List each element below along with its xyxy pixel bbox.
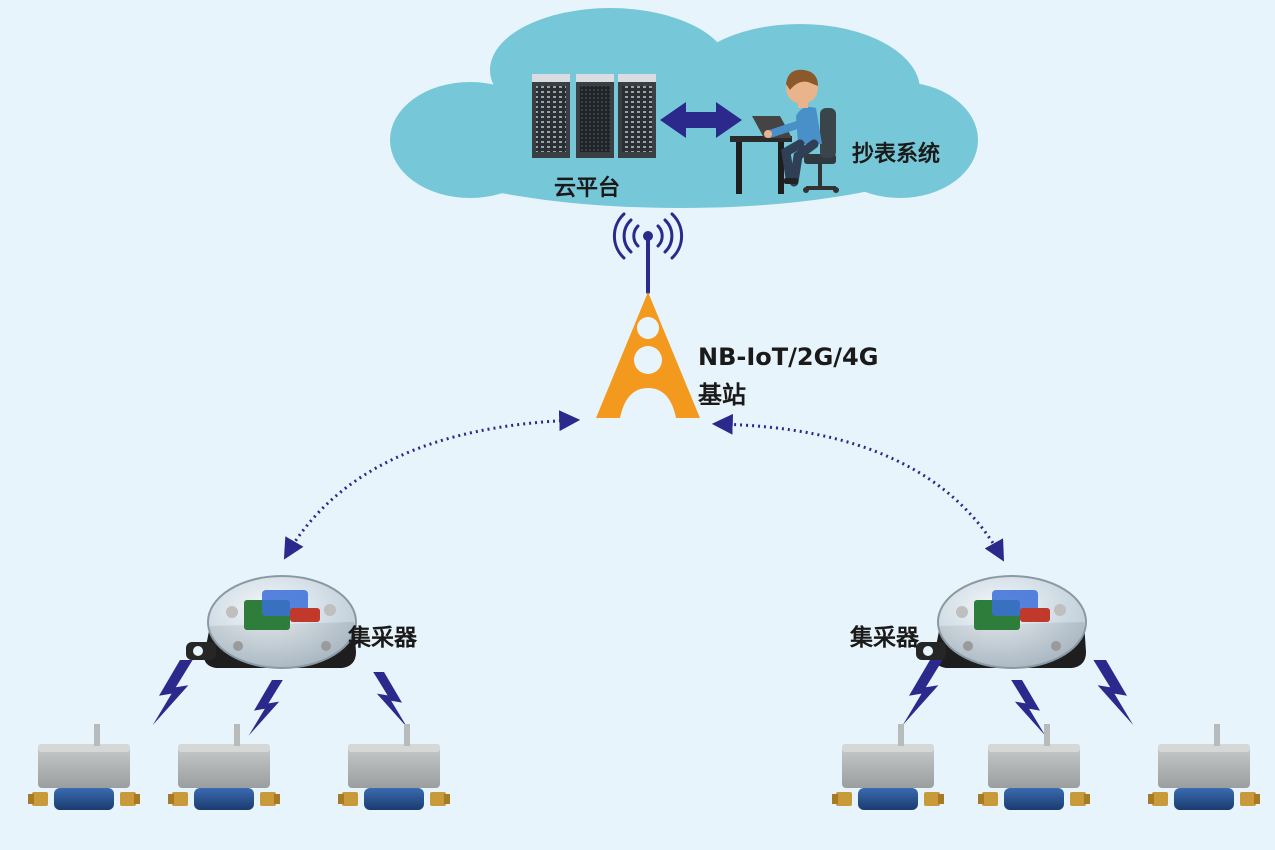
- meter-reading-system-label: 抄表系统: [852, 142, 941, 167]
- collector-label-left: 集采器: [348, 625, 417, 651]
- water-meter-icon: [338, 724, 450, 810]
- lightning-bolt-icon: [902, 660, 943, 726]
- radio-waves-icon: [612, 212, 684, 294]
- cell-tower-icon: [596, 292, 700, 418]
- data-collector-icon: [185, 575, 357, 669]
- lightning-bolt-icon: [1093, 660, 1134, 726]
- lightning-bolt-icon: [152, 660, 193, 726]
- water-meter-icon: [28, 724, 140, 810]
- lightning-bolt-icon: [248, 680, 283, 736]
- collector-label-right: 集采器: [850, 625, 919, 651]
- water-meter-icon: [168, 724, 280, 810]
- water-meter-icon: [1148, 724, 1260, 810]
- base-station-name-label: 基站: [698, 381, 746, 409]
- lightning-bolt-icon: [1011, 680, 1046, 736]
- person-at-desk-icon: [730, 69, 839, 194]
- cloud-platform-label: 云平台: [554, 176, 621, 201]
- base-station-tech-label: NB-IoT/2G/4G: [698, 343, 879, 371]
- wireless-link: [283, 410, 1005, 562]
- lightning-bolt-icon: [373, 672, 408, 728]
- bidirectional-arrow-icon: [660, 102, 742, 138]
- water-meter-icon: [978, 724, 1090, 810]
- data-collector-icon: [915, 575, 1087, 669]
- water-meter-icon: [832, 724, 944, 810]
- server-rack-icon: [532, 74, 656, 158]
